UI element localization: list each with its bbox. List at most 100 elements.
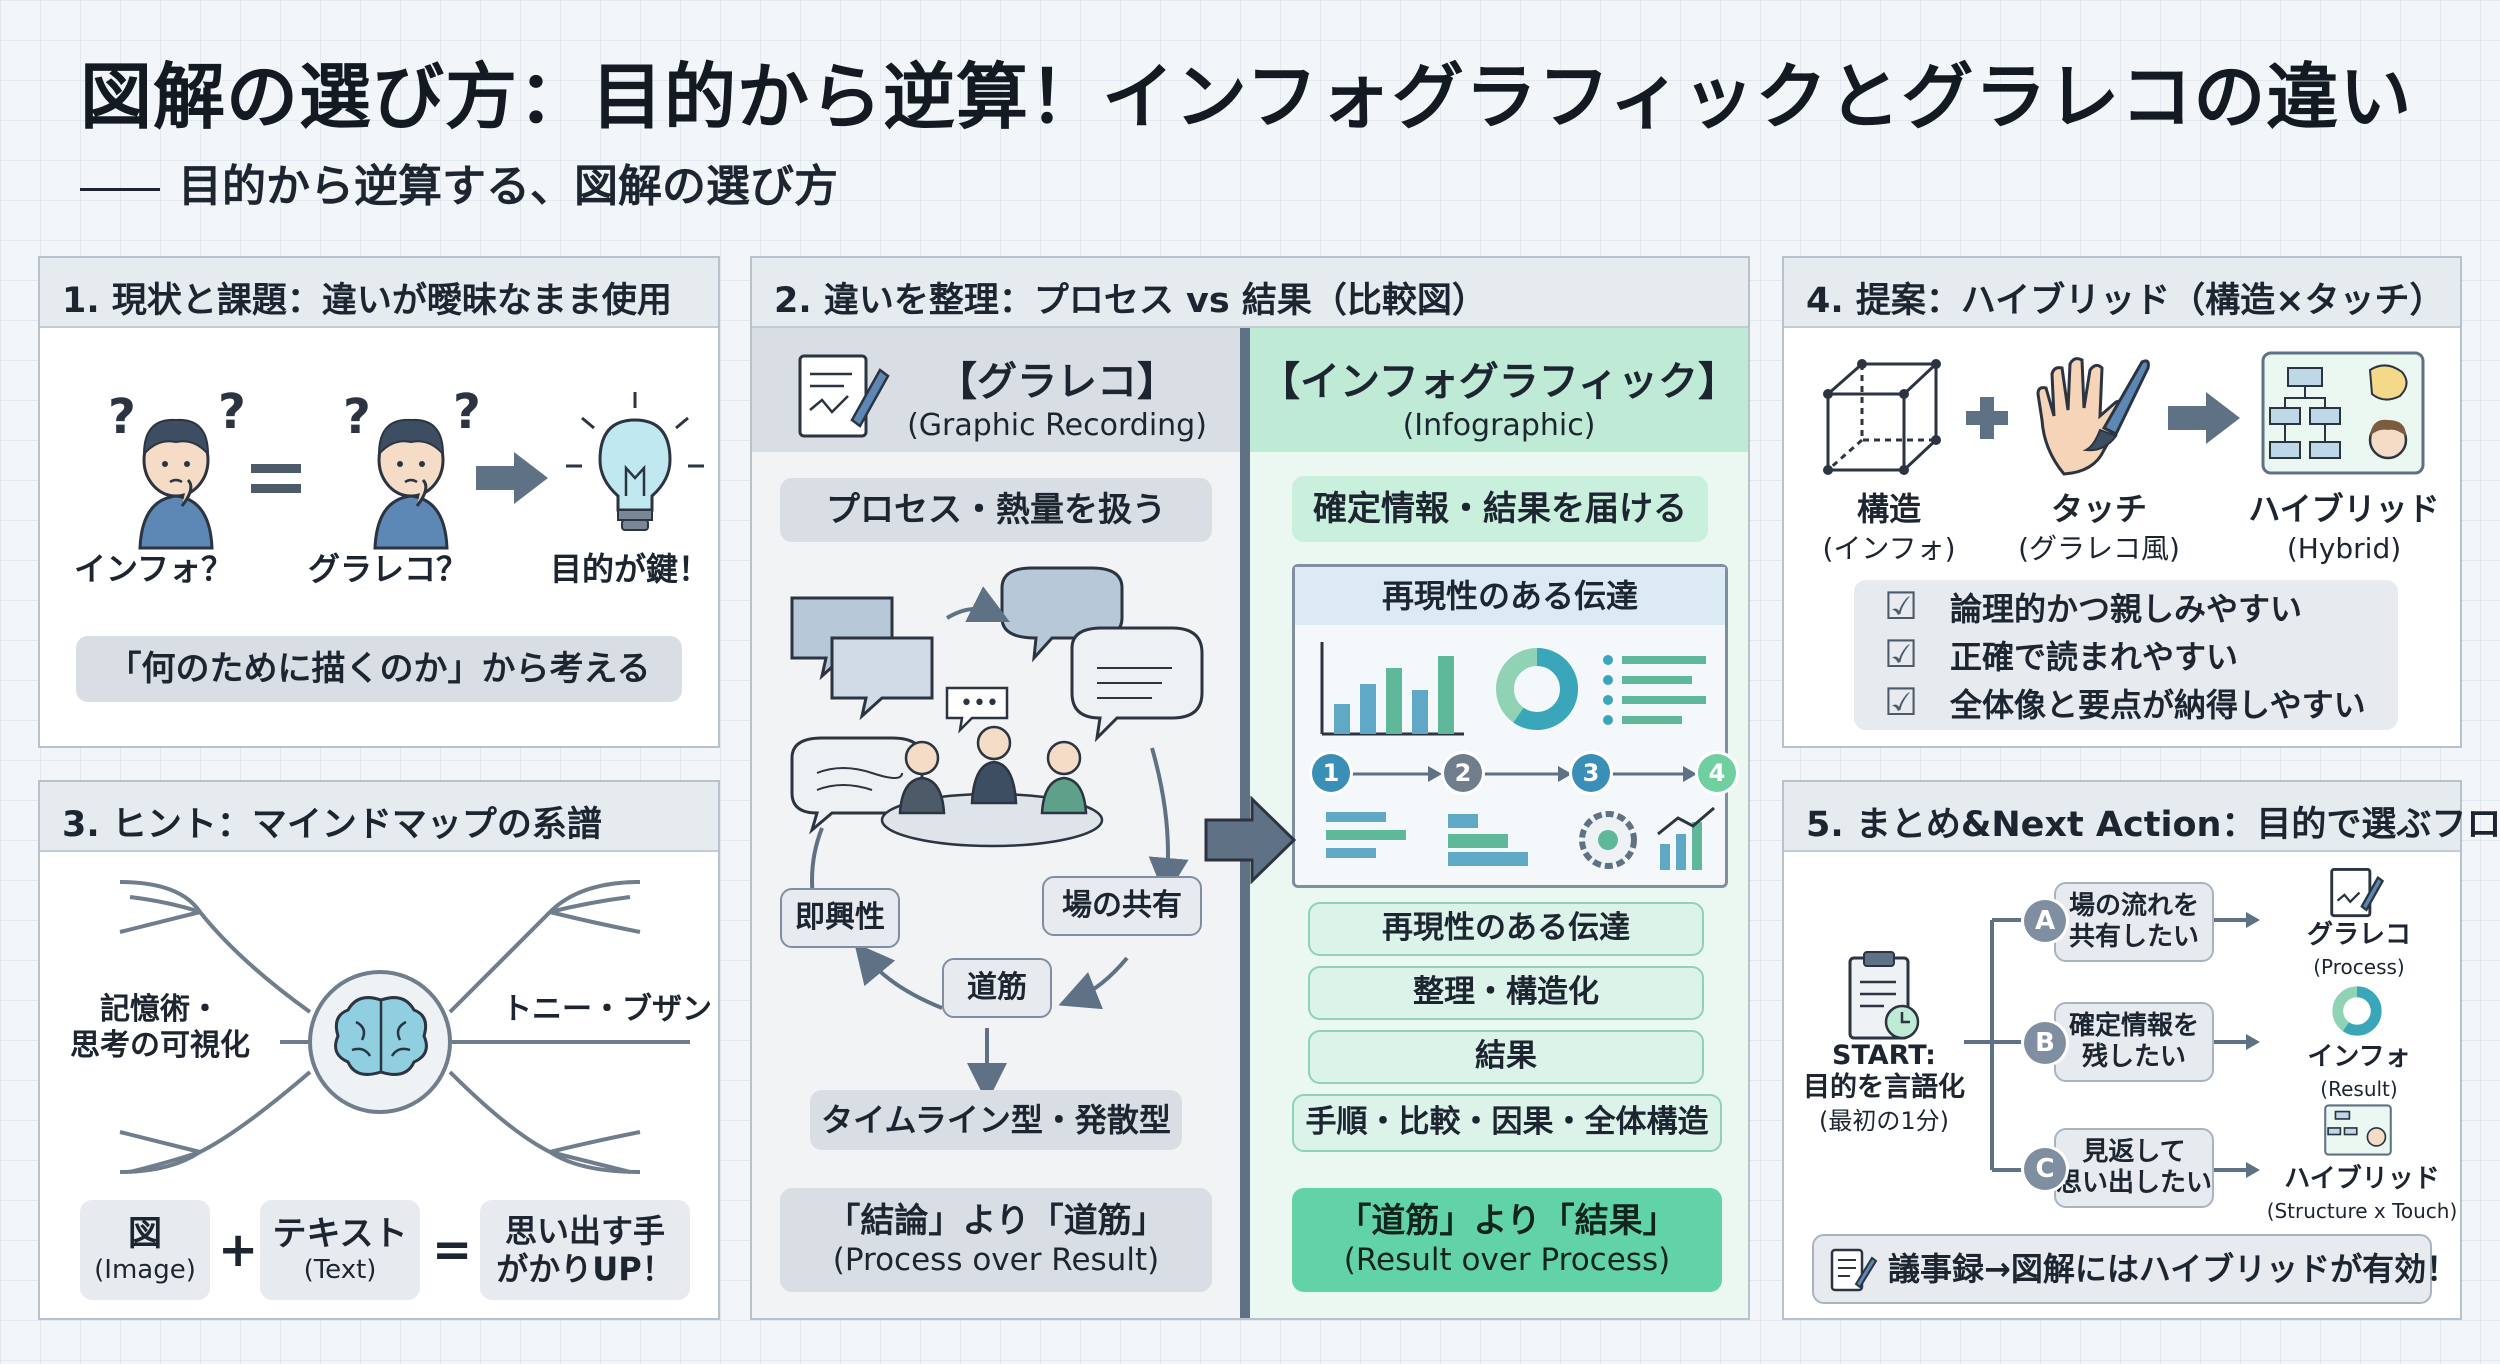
- benefit-1: 論理的かつ親しみやすい: [1950, 590, 2303, 628]
- checkbox-checked-icon: ☑: [1884, 584, 1919, 628]
- panel-comparison: 2. 違いを整理：プロセス vs 結果（比較図） 【グラレコ】 (Graphic…: [750, 256, 1750, 1320]
- benefit-3: 全体像と要点が納得しやすい: [1950, 686, 2366, 724]
- step-1: 1: [1312, 754, 1350, 792]
- option-a-box: 場の流れを 共有したい: [2054, 882, 2214, 962]
- svg-text:?: ?: [218, 384, 246, 440]
- eq-text-label: テキスト: [272, 1214, 408, 1254]
- plus-sign: +: [218, 1222, 259, 1278]
- label-grareco: グラレコ？: [308, 550, 469, 588]
- step-arrows: [1338, 766, 1697, 782]
- grareco-type: タイムライン型・発散型: [810, 1090, 1182, 1150]
- sketch-pen-icon: [2330, 868, 2385, 918]
- hybrid-illustration-icon: [2324, 1104, 2392, 1156]
- bar-chart-icon: [1320, 642, 1464, 736]
- page-subtitle: 目的から逆算する、図解の選び方: [80, 150, 838, 214]
- donut-chart-icon: [2332, 986, 2382, 1036]
- label-info: インフォ？: [74, 550, 234, 588]
- clipboard-clock-icon: [1848, 951, 1920, 1040]
- list-icon: [1603, 655, 1706, 725]
- label-structure-sub: (インフォ): [1822, 532, 1956, 566]
- eq-image-box: 図(Image): [80, 1200, 210, 1300]
- svg-text:•••: •••: [960, 691, 999, 716]
- panel5-heading: 5. まとめ&Next Action：目的で選ぶフロー: [1784, 782, 2500, 852]
- infographic-header: [1250, 328, 1748, 452]
- flow-lines: [1964, 912, 2260, 1178]
- summary-text: 議事録→図解にはハイブリッドが有効！: [1888, 1250, 2459, 1288]
- eq-image-label: 図: [128, 1214, 162, 1254]
- infographic-bottom-line1: 「道筋」より「結果」: [1337, 1201, 1677, 1241]
- confused-person-icon: ? ?: [108, 384, 246, 550]
- eq-result-line2: がかりUP！: [496, 1250, 674, 1288]
- infographic-title: 【インフォグラフィック】: [1260, 359, 1738, 405]
- infographic-bottom-line2: (Result over Process): [1343, 1241, 1671, 1278]
- infographic-row-4: 手順・比較・因果・全体構造: [1292, 1094, 1722, 1152]
- start-label: START:目的を言語化(最初の1分): [1794, 1040, 1974, 1137]
- step-2: 2: [1444, 754, 1482, 792]
- hand-brush-icon: [2036, 357, 2150, 476]
- label-touch-sub: (グラレコ風): [2018, 532, 2180, 566]
- bubble-improv: 即興性: [780, 888, 900, 948]
- panel-hint-mindmap: 3. ヒント：マインドマップの系譜 記憶術・ 思考の可視化 トニー・ブザン 図(…: [38, 780, 720, 1320]
- step-4: 4: [1698, 754, 1736, 792]
- infographic-bottom: 「道筋」より「結果」(Result over Process): [1292, 1188, 1722, 1292]
- panel-current-issue: 1. 現状と課題：違いが曖昧なまま使用 ? ? インフォ？ ? ? グラレコ？ …: [38, 256, 720, 748]
- hybrid-illustration-icon: [2261, 351, 2425, 475]
- infographic-row-2: 整理・構造化: [1308, 966, 1704, 1020]
- svg-text:?: ?: [343, 389, 371, 445]
- sketch-pen-icon: [798, 354, 890, 438]
- big-arrow-right-icon: [1204, 795, 1297, 885]
- page-title: 図解の選び方：目的から逆算！インフォグラフィックとグラレコの違い: [80, 55, 2413, 139]
- checkbox-checked-icon: ☑: [1884, 680, 1919, 724]
- step-3: 3: [1572, 754, 1610, 792]
- label-structure: 構造 (インフォ): [1814, 490, 1964, 567]
- arrow-right-icon: [476, 452, 548, 504]
- grareco-bottom: 「結論」より「道筋」(Process over Result): [780, 1188, 1212, 1292]
- label-structure-main: 構造: [1856, 490, 1921, 528]
- benefit-checklist: [1854, 580, 2398, 730]
- option-b-box: 確定情報を 残したい: [2054, 1002, 2214, 1082]
- svg-text:?: ?: [108, 389, 136, 445]
- eq-result-box: 思い出す手がかりUP！: [480, 1200, 690, 1300]
- result-b-main: インフォ: [2307, 1042, 2411, 1072]
- label-touch-main: タッチ: [2050, 490, 2147, 528]
- infographic-tagline: 確定情報・結果を届ける: [1292, 476, 1708, 542]
- result-c: ハイブリッド(Structure x Touch): [2264, 1164, 2460, 1226]
- option-b-badge: B: [2024, 1022, 2066, 1064]
- checkbox-checked-icon: ☑: [1884, 632, 1919, 676]
- panel1-bottom-banner: 「何のために描くのか」から考える: [76, 636, 682, 702]
- result-b: インフォ (Result): [2274, 1042, 2444, 1104]
- cube-structure-icon: [1823, 359, 1941, 475]
- document-pen-icon: [1830, 1248, 1878, 1292]
- panel-proposal-hybrid: 4. 提案：ハイブリッド（構造×タッチ） 構造 (インフォ) タッチ (グラレコ風)…: [1782, 256, 2462, 748]
- bubble-share: 場の共有: [1042, 876, 1202, 936]
- option-c-box: 見返して 思い出したい: [2054, 1128, 2214, 1208]
- infographic-title-en: (Infographic): [1402, 408, 1596, 443]
- eq-text-sub: (Text): [303, 1254, 377, 1285]
- infographic-row-1: 再現性のある伝達: [1308, 902, 1704, 956]
- subtitle-text: 目的から逆算する、図解の選び方: [178, 161, 838, 212]
- result-a-main: グラレコ: [2306, 920, 2411, 950]
- panel4-heading: 4. 提案：ハイブリッド（構造×タッチ）: [1784, 258, 2460, 328]
- equals-icon: [251, 464, 301, 493]
- result-a: グラレコ(Process): [2274, 920, 2444, 982]
- summary-banner: [1812, 1234, 2432, 1304]
- start-line1: START:: [1832, 1040, 1936, 1071]
- result-c-main: ハイブリッド: [2284, 1164, 2440, 1194]
- result-b-sub: (Result): [2320, 1077, 2398, 1102]
- mindmap-left-label: 記憶術・ 思考の可視化: [70, 992, 250, 1063]
- discussion-illustration: •••: [790, 566, 1204, 1103]
- grareco-bottom-line2: (Process over Result): [832, 1241, 1160, 1278]
- label-hybrid: ハイブリッド(Hybrid): [2244, 490, 2444, 567]
- mini-charts-icon: [1326, 806, 1715, 870]
- mindmap-right-label: トニー・ブザン: [502, 992, 712, 1027]
- panel-summary-flow: 5. まとめ&Next Action：目的で選ぶフロー START:目的を言語化…: [1782, 780, 2500, 1320]
- equals-sign: =: [432, 1222, 473, 1278]
- plus-icon: [1966, 397, 2008, 439]
- start-line3: (最初の1分): [1819, 1106, 1949, 1135]
- arrow-right-icon: [2168, 392, 2240, 444]
- grareco-title: 【グラレコ】: [937, 359, 1177, 405]
- eq-image-sub: (Image): [94, 1254, 196, 1285]
- option-c-badge: C: [2024, 1148, 2066, 1190]
- option-a-badge: A: [2024, 900, 2066, 942]
- label-hybrid-sub: (Hybrid): [2286, 532, 2402, 566]
